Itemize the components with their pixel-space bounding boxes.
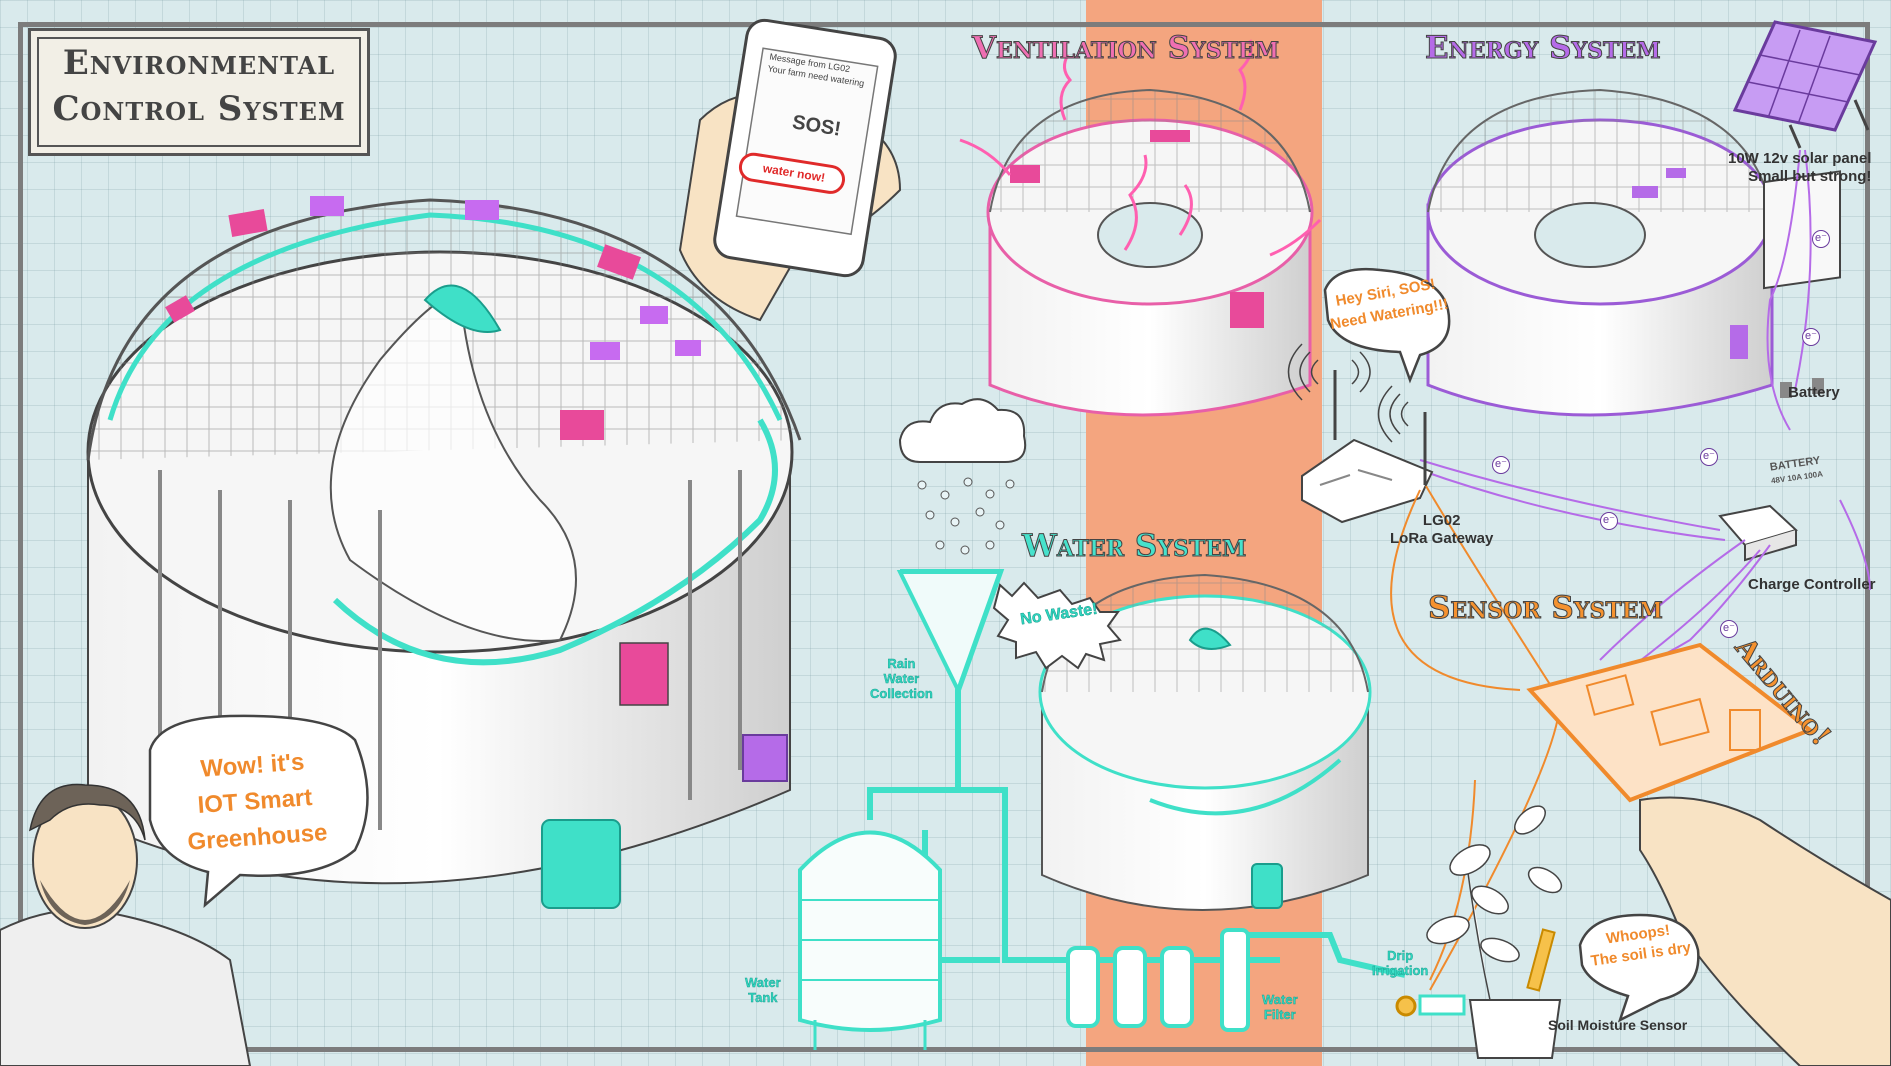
electron-marker: e⁻: [1700, 448, 1718, 466]
title-line-2: Control System: [52, 89, 346, 129]
electron-marker: e⁻: [1812, 230, 1830, 248]
ventilation-greenhouse: [959, 39, 1322, 417]
arduino-board: [1526, 642, 1815, 803]
title-line-1: Environmental: [62, 43, 336, 83]
water-title: Water System: [1021, 528, 1247, 565]
wow-bubble-text: Wow! it's IOT Smart Greenhouse: [156, 742, 353, 863]
border-frame: [18, 22, 1870, 1052]
filter-label-line-1: Water: [1262, 992, 1298, 1007]
battery-label: Battery: [1788, 384, 1840, 401]
nowaste-bubble: [992, 581, 1122, 670]
title-plate: Environmental Control System: [28, 28, 370, 156]
energy-greenhouse: [1426, 88, 1774, 417]
water-filter-label: Water Filter: [1262, 992, 1298, 1022]
water-greenhouse: [1038, 573, 1372, 911]
solar-panel-label: 10W 12v solar panel Small but strong!: [1728, 150, 1871, 186]
wow-bubble: [148, 714, 369, 908]
electron-marker: e⁻: [1720, 620, 1738, 638]
electron-marker: e⁻: [1802, 328, 1820, 346]
solar-panel: [1732, 20, 1878, 149]
gateway-label-line-1: LG02: [1422, 512, 1461, 529]
whoops-bubble: [1578, 913, 1700, 1023]
electron-marker: e⁻: [1600, 512, 1618, 530]
water-filter: [1066, 928, 1250, 1032]
phone-hand: [678, 18, 902, 322]
lora-gateway-label: LG02 LoRa Gateway: [1390, 512, 1493, 548]
energy-title: Energy System: [1425, 30, 1662, 67]
rain-collection-label: Rain Water Collection: [870, 656, 933, 701]
drip-irrigation: [1395, 994, 1466, 1017]
ventilation-title: Ventilation System: [971, 30, 1280, 67]
water-tank-label: Water Tank: [745, 975, 781, 1005]
hand: [1639, 796, 1891, 1066]
solar-label-line-2: Small but strong!: [1748, 168, 1872, 185]
tank-label-line-1: Water: [745, 975, 781, 990]
drip-label-line-2: Irrigation: [1372, 963, 1429, 978]
solar-label-line-1: 10W 12v solar panel: [1728, 150, 1872, 167]
soil-sensor-label: Soil Moisture Sensor: [1548, 1017, 1688, 1033]
gateway-label-line-2: LoRa Gateway: [1390, 530, 1494, 547]
electron-marker: e⁻: [1492, 456, 1510, 474]
rain-label-line-1: Rain: [887, 656, 916, 671]
man-portrait: [0, 783, 252, 1066]
water-tank: [798, 830, 942, 1050]
tank-label-line-2: Tank: [748, 990, 778, 1005]
drip-label-line-1: Drip: [1387, 948, 1414, 963]
filter-label-line-2: Filter: [1263, 1007, 1296, 1022]
rain-label-line-3: Collection: [870, 686, 933, 701]
charge-controller-label: Charge Controller: [1748, 576, 1876, 593]
sensor-title: Sensor System: [1428, 590, 1664, 627]
rain-label-line-2: Water: [883, 671, 920, 686]
drip-irrigation-label: Drip Irrigation: [1372, 948, 1429, 978]
siri-bubble: [1323, 268, 1451, 384]
lora-gateway: [1287, 343, 1434, 524]
rain-cloud: [898, 398, 1027, 555]
plant-with-sensor: [1426, 805, 1563, 1059]
